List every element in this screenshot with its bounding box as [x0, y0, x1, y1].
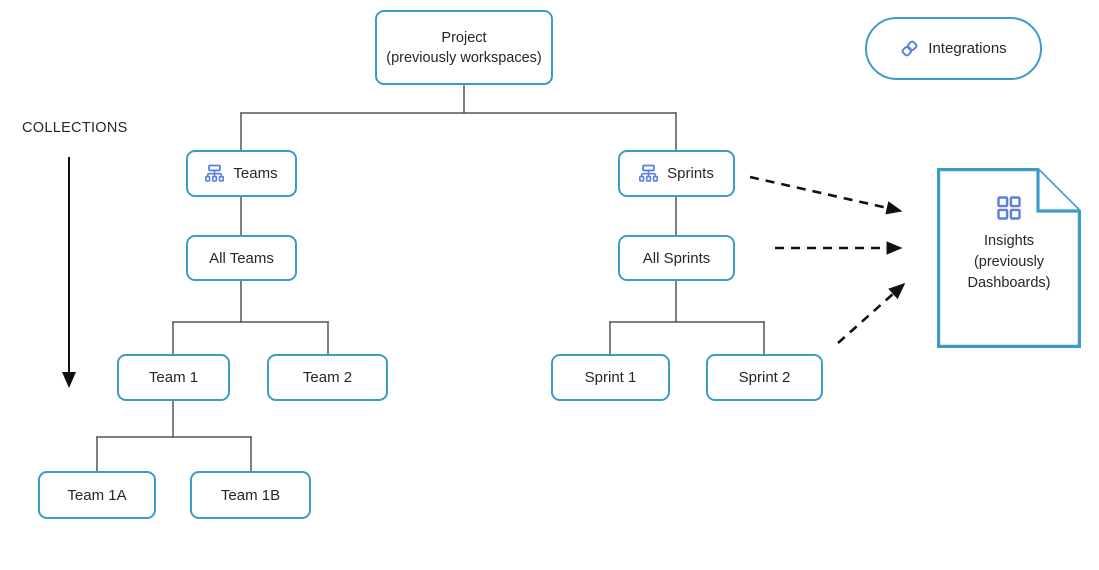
node-project[interactable]: Project (previously workspaces) — [375, 10, 553, 85]
node-sprint-2[interactable]: Sprint 2 — [706, 354, 823, 401]
node-all-teams-label: All Teams — [209, 249, 274, 267]
edge-sprints-to-insights-arrow — [749, 175, 903, 215]
org-chart-icon — [639, 164, 659, 183]
node-integrations[interactable]: Integrations — [865, 17, 1042, 80]
node-sprints[interactable]: Sprints — [618, 150, 735, 197]
node-team-1[interactable]: Team 1 — [117, 354, 230, 401]
org-chart-icon — [205, 164, 225, 183]
node-sprint-2-label: Sprint 2 — [738, 369, 791, 386]
document-shape — [937, 168, 1081, 348]
node-teams[interactable]: Teams — [186, 150, 297, 197]
node-team-2-label: Team 2 — [302, 369, 353, 386]
node-all-sprints-label: All Sprints — [642, 249, 711, 267]
edge-sprint2-to-insights-arrow — [837, 282, 906, 344]
node-team-1b-label: Team 1B — [220, 486, 281, 504]
node-all-sprints[interactable]: All Sprints — [618, 235, 735, 281]
node-all-teams[interactable]: All Teams — [186, 235, 297, 281]
node-integrations-label: Integrations — [928, 40, 1007, 57]
node-project-label: Project (previously workspaces) — [386, 29, 542, 66]
node-team-1a[interactable]: Team 1A — [38, 471, 156, 519]
collections-arrow-head — [62, 372, 76, 388]
node-team-1a-label: Team 1A — [67, 486, 127, 504]
integrations-link-icon — [900, 39, 919, 58]
dashboard-grid-icon — [997, 196, 1021, 220]
node-team-1b[interactable]: Team 1B — [190, 471, 311, 519]
node-team-2[interactable]: Team 2 — [267, 354, 388, 401]
node-sprint-1-label: Sprint 1 — [584, 369, 637, 386]
node-sprints-label: Sprints — [667, 165, 714, 182]
node-insights-label: Insights (previously Dashboards) — [967, 233, 1051, 291]
node-teams-label: Teams — [233, 165, 278, 182]
node-sprint-1[interactable]: Sprint 1 — [551, 354, 670, 401]
node-team-1-label: Team 1 — [148, 369, 199, 386]
collections-label: COLLECTIONS — [22, 120, 128, 136]
node-insights[interactable]: Insights (previously Dashboards) — [937, 168, 1081, 348]
